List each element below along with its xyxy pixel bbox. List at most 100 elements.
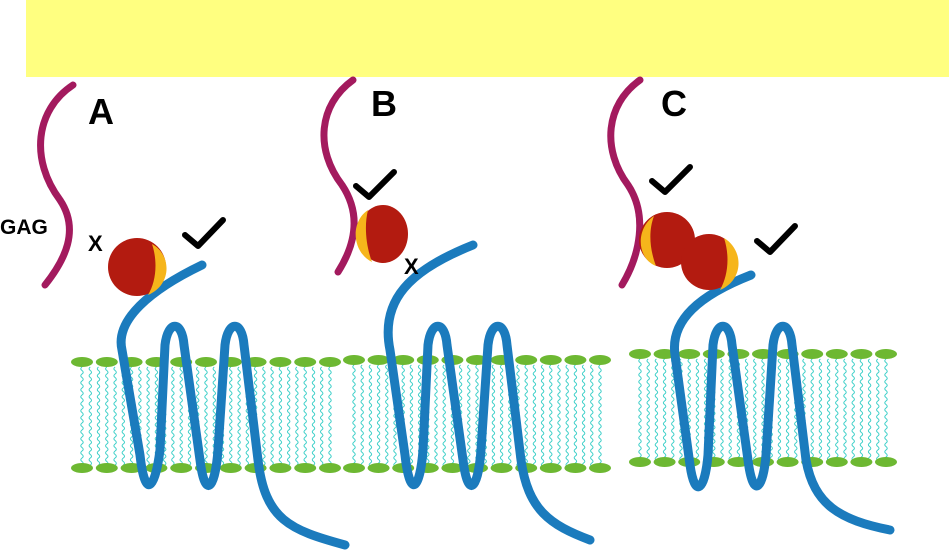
lipid-tail xyxy=(295,366,299,466)
lipid-tail xyxy=(262,366,266,466)
lipid-tail xyxy=(467,364,471,467)
lipid-tail xyxy=(876,358,880,461)
lipid-tail xyxy=(557,364,561,467)
lipid-tail xyxy=(286,366,291,466)
lipid-tail xyxy=(843,358,847,461)
lipid-head xyxy=(319,463,341,473)
lipid-head xyxy=(269,463,292,473)
lipid-tail xyxy=(532,364,537,467)
lipid-head xyxy=(71,463,93,473)
ligand-a-site xyxy=(148,244,167,295)
lipid-head xyxy=(367,463,390,473)
ligand-c xyxy=(639,212,739,290)
lipid-tail xyxy=(646,358,650,461)
receptor-b xyxy=(383,240,595,545)
lipid-head xyxy=(515,355,538,365)
check-mark-icon-c-gag xyxy=(649,164,693,195)
ligand-a-body xyxy=(108,238,166,296)
lipid-tail xyxy=(434,364,438,467)
lipid-tail xyxy=(581,364,586,467)
gag-label: GAG xyxy=(0,216,48,239)
lipid-tail xyxy=(204,366,208,466)
lipid-head xyxy=(776,457,799,467)
check-mark-icon-a-receptor xyxy=(182,217,226,249)
lipid-head xyxy=(294,463,317,473)
lipid-tail xyxy=(270,366,274,466)
gag-chain-a xyxy=(37,81,77,289)
check-mark-icon-b-gag xyxy=(353,169,397,200)
lipid-head xyxy=(850,457,873,467)
gag-chain-c xyxy=(607,76,644,289)
lipid-tail xyxy=(565,364,569,467)
lipid-head xyxy=(801,349,824,359)
lipid-head xyxy=(875,349,897,359)
lipid-head xyxy=(564,355,587,365)
panel-label-c: C xyxy=(661,83,687,124)
lipid-tail xyxy=(121,366,126,466)
lipid-tail xyxy=(884,358,888,461)
lipid-head xyxy=(678,349,701,359)
lipid-tail xyxy=(385,364,389,467)
ligand-b-site xyxy=(355,210,372,262)
membrane-a xyxy=(71,357,341,473)
lipid-tail xyxy=(491,364,496,467)
lipid-tail xyxy=(662,358,667,461)
panel-label-b: B xyxy=(371,83,397,124)
lipid-tail xyxy=(442,364,446,467)
panel-label-a: A xyxy=(88,91,114,132)
lipid-tail xyxy=(113,366,117,466)
x-mark-a-gag: X xyxy=(88,231,103,256)
ligand-a xyxy=(108,238,167,296)
receptor-a xyxy=(116,260,350,550)
lipid-tail xyxy=(777,358,782,461)
lipid-tail xyxy=(638,358,642,461)
lipid-tail xyxy=(728,358,732,461)
lipid-tail xyxy=(88,366,93,466)
lipid-tail xyxy=(179,366,183,466)
lipid-tail xyxy=(573,364,578,467)
lipid-tail xyxy=(540,364,545,467)
lipid-tail xyxy=(720,358,724,461)
lipid-tail xyxy=(96,366,101,466)
lipid-head xyxy=(850,349,873,359)
lipid-head xyxy=(653,457,676,467)
x-mark-b-receptor: X xyxy=(404,254,419,279)
lipid-head xyxy=(170,463,193,473)
lipid-tail xyxy=(867,358,872,461)
lipid-tail xyxy=(303,366,307,466)
lipid-tail xyxy=(826,358,831,461)
lipid-tail xyxy=(368,364,373,467)
lipid-tail xyxy=(851,358,855,461)
lipid-tail xyxy=(376,364,381,467)
lipid-head xyxy=(319,357,341,367)
lipid-head xyxy=(653,349,676,359)
lipid-tail xyxy=(859,358,864,461)
lipid-tail xyxy=(229,366,233,466)
lipid-head xyxy=(392,355,415,365)
lipid-head xyxy=(269,357,292,367)
lipid-head xyxy=(875,457,897,467)
lipid-tail xyxy=(590,364,594,467)
lipid-tail xyxy=(654,358,659,461)
receptor-c xyxy=(669,270,895,535)
lipid-head xyxy=(825,457,848,467)
lipid-head xyxy=(825,349,848,359)
lipid-tail xyxy=(105,366,109,466)
lipid-head xyxy=(71,357,93,367)
ligand-b-body xyxy=(358,205,408,263)
lipid-head xyxy=(343,463,365,473)
lipid-head xyxy=(629,349,651,359)
ligand-c-site-1 xyxy=(640,216,656,266)
lipid-tail xyxy=(818,358,823,461)
lipid-head xyxy=(294,357,317,367)
ligand-b xyxy=(355,205,408,263)
lipid-head xyxy=(490,463,513,473)
lipid-tail xyxy=(810,358,814,461)
lipid-head xyxy=(539,355,562,365)
lipid-tail xyxy=(549,364,553,467)
lipid-tail xyxy=(278,366,283,466)
lipid-head xyxy=(441,463,464,473)
lipid-head xyxy=(195,357,217,367)
lipid-tail xyxy=(319,366,324,466)
